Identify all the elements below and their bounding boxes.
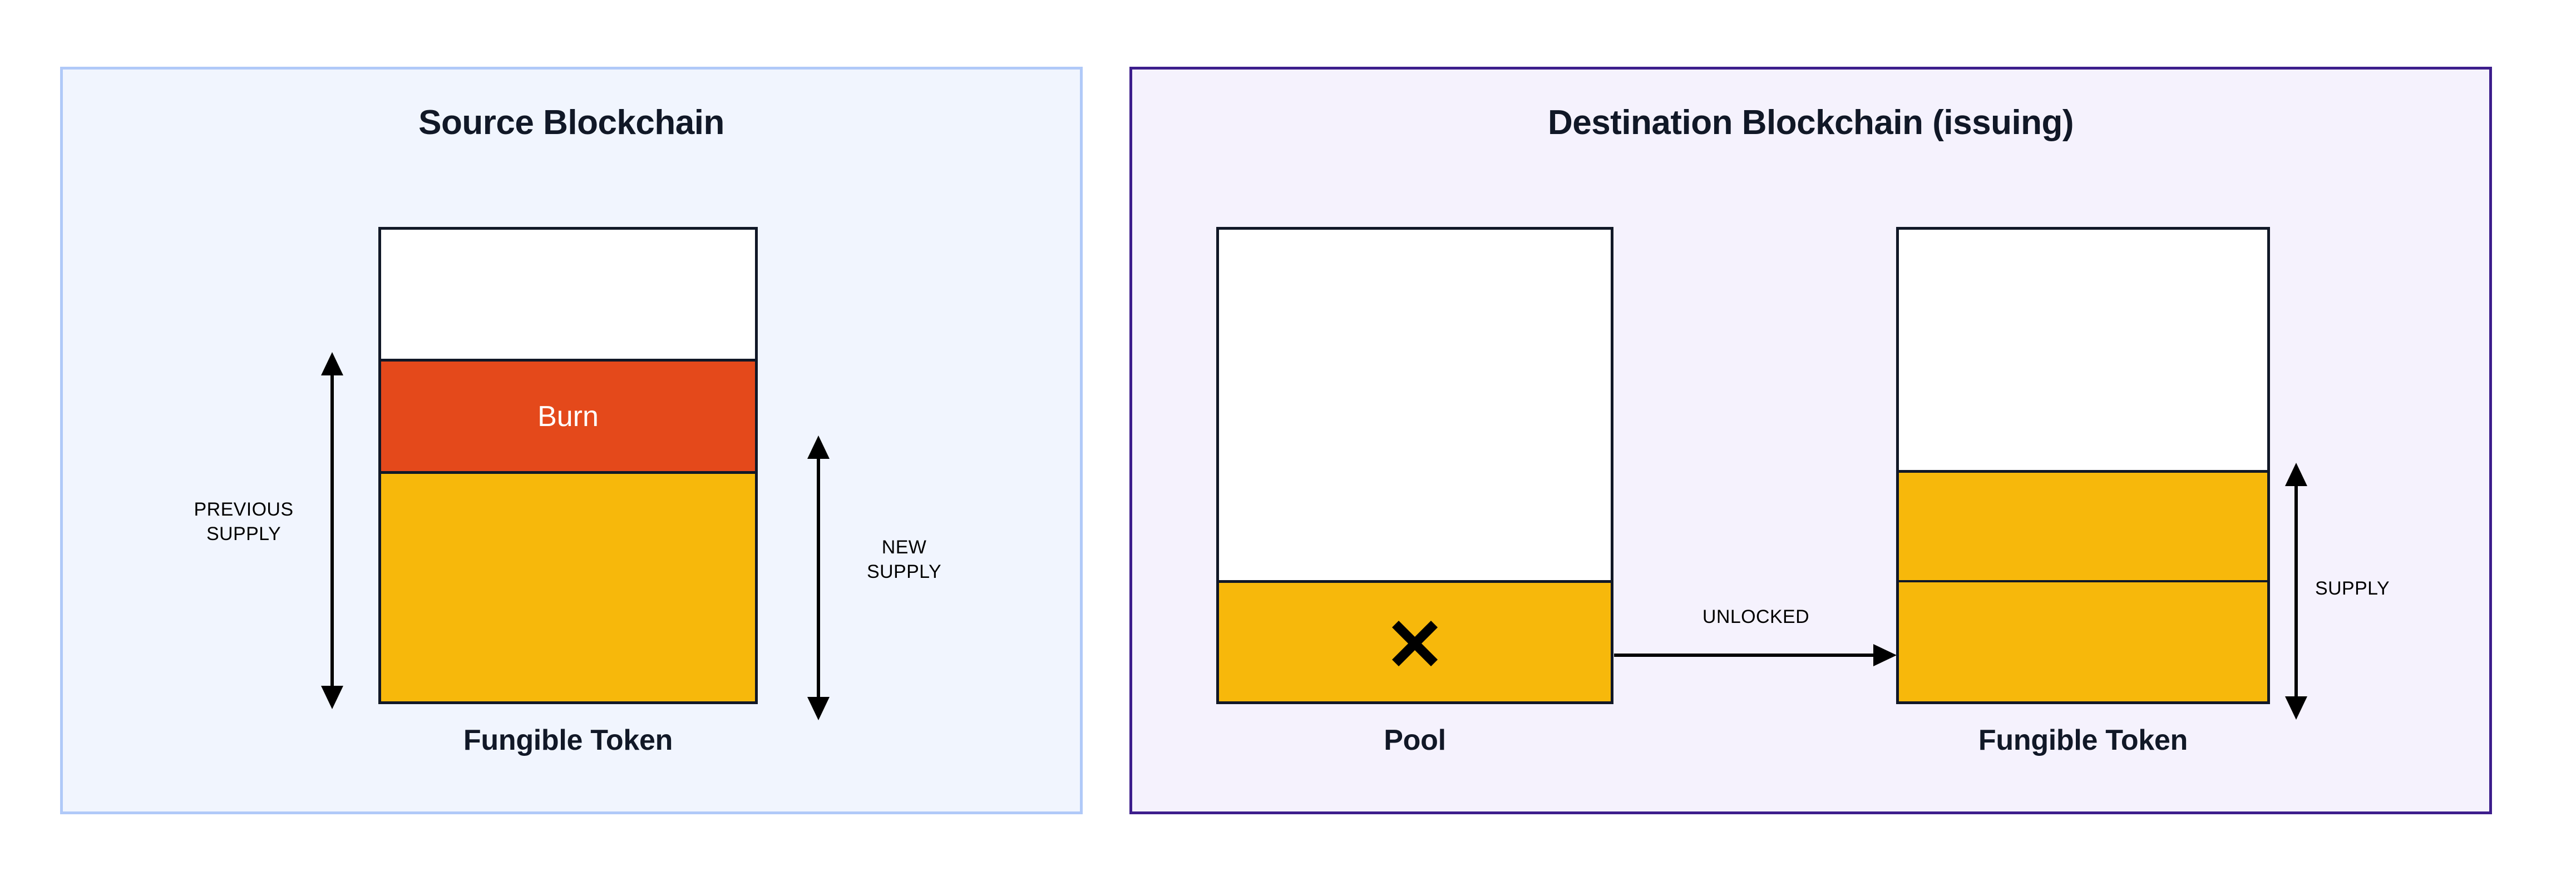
new-supply-label: NEW SUPPLY: [866, 537, 942, 582]
x-mark-icon: [1219, 580, 1611, 707]
burn-band: Burn: [381, 359, 755, 474]
supply-arrow: [2284, 462, 2308, 721]
supply-split-divider: [1899, 580, 2267, 582]
source-token-caption: Fungible Token: [463, 724, 673, 756]
destination-panel-title: Destination Blockchain (issuing): [1547, 103, 2074, 142]
destination-token-caption: Fungible Token: [1978, 724, 2188, 756]
new-supply-arrow: [806, 434, 831, 721]
pool-caption: Pool: [1384, 724, 1446, 756]
burn-label: Burn: [537, 400, 599, 433]
previous-supply-arrow: [320, 351, 344, 710]
previous-supply-label: PREVIOUS SUPPLY: [194, 499, 294, 545]
remaining-supply-band: [381, 474, 755, 701]
unlocked-flow-arrow: [1614, 644, 1898, 666]
destination-fungible-token-box: [1896, 227, 2270, 704]
supply-label: SUPPLY: [2315, 578, 2390, 599]
unlocked-label: UNLOCKED: [1702, 606, 1810, 627]
source-blockchain-panel: Source Blockchain Burn Fungible Token PR…: [60, 67, 1083, 814]
destination-blockchain-panel: Destination Blockchain (issuing) Pool UN…: [1129, 67, 2492, 814]
pool-box: [1216, 227, 1613, 704]
existing-supply-band: [1899, 470, 2267, 701]
source-panel-title: Source Blockchain: [418, 103, 724, 142]
source-fungible-token-box: Burn: [378, 227, 758, 704]
